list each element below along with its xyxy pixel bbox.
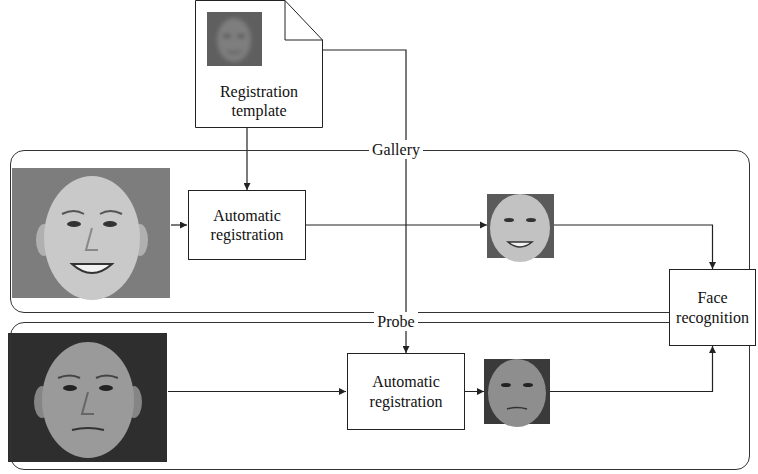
eye xyxy=(63,385,77,391)
band-heading: Gallery xyxy=(369,140,423,159)
photo-ground xyxy=(8,333,167,462)
template-document: Registration template xyxy=(195,0,323,128)
process-box: Face recognition xyxy=(669,269,756,346)
face-shape xyxy=(488,359,546,427)
eyebrow xyxy=(96,376,118,379)
eye xyxy=(99,385,113,391)
mouth xyxy=(508,242,532,247)
process-box: Automatic registration xyxy=(347,353,465,430)
probe-band: ProbeAutomatic registration xyxy=(10,322,750,470)
eyebrow xyxy=(58,376,80,379)
nose xyxy=(82,392,94,414)
node-label: Automatic registration xyxy=(352,372,460,410)
eye xyxy=(237,34,245,38)
connector xyxy=(323,50,406,353)
face-shape xyxy=(217,18,251,62)
gallery-photo xyxy=(12,168,170,300)
eyebrow xyxy=(100,211,122,214)
probe-photo xyxy=(8,333,167,462)
gallery-registered-photo xyxy=(487,194,554,262)
gallery-band: GalleryAutomatic registration xyxy=(10,150,750,313)
probe-registered-photo xyxy=(484,359,550,427)
mouth xyxy=(72,264,112,273)
band-heading: Probe xyxy=(374,312,417,331)
blurred-face xyxy=(217,18,251,62)
eye xyxy=(526,218,536,222)
image-arrow xyxy=(171,224,187,225)
node-label: Face recognition xyxy=(674,288,751,326)
mouth xyxy=(507,408,527,410)
process-box: Automatic registration xyxy=(188,190,306,260)
face-shape xyxy=(44,176,140,300)
node-label: Registration template xyxy=(199,82,319,120)
document-shape xyxy=(196,1,323,128)
template-thumbnail xyxy=(207,12,262,66)
mouth xyxy=(72,428,104,430)
eye xyxy=(501,383,511,387)
arrowhead xyxy=(477,388,484,395)
nose xyxy=(86,228,98,250)
eye xyxy=(103,221,117,227)
face-shape xyxy=(42,342,134,458)
eye xyxy=(523,383,533,387)
eyebrow xyxy=(62,211,84,214)
face-shape xyxy=(490,194,550,262)
arrowhead xyxy=(480,222,487,229)
image-arrow xyxy=(168,391,346,392)
eye xyxy=(67,221,81,227)
mouth xyxy=(227,51,241,53)
thumbnail-ground xyxy=(207,12,262,66)
eye xyxy=(504,218,514,222)
eye xyxy=(223,34,231,38)
connector xyxy=(246,128,247,190)
node-label: Automatic registration xyxy=(193,206,301,244)
